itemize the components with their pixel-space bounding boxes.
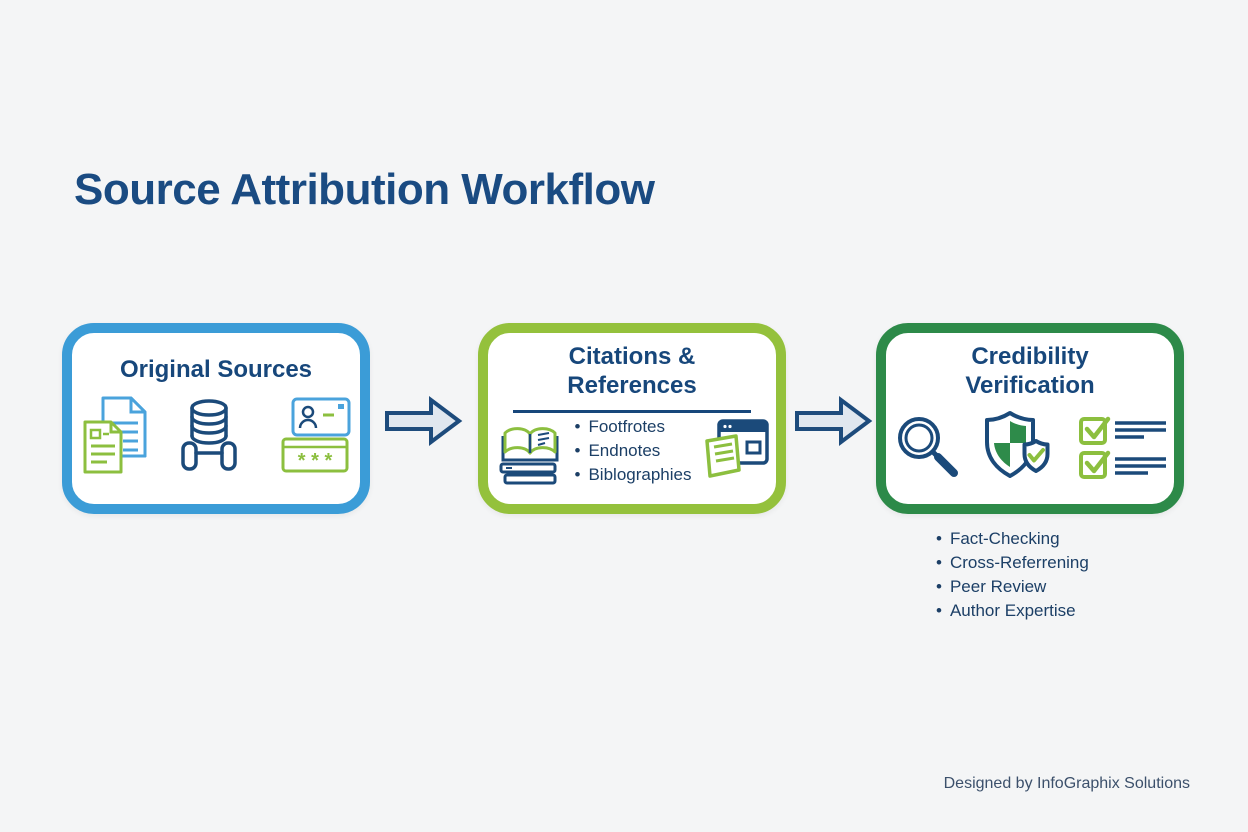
title-divider-line <box>513 409 751 413</box>
list-item: Author Expertise <box>936 599 1089 623</box>
credibility-bullet-list: Fact-Checking Cross-Referrening Peer Rev… <box>936 527 1089 624</box>
list-item: Footfrotes <box>575 415 692 439</box>
original-sources-icon-row: * * * <box>72 394 360 476</box>
checklist-icon <box>1078 411 1170 483</box>
open-book-stack-icon <box>495 416 563 486</box>
citations-bullet-list: Footfrotes Endnotes Biblographies <box>575 415 692 487</box>
page-title: Source Attribution Workflow <box>74 165 655 215</box>
list-item: Peer Review <box>936 575 1089 599</box>
box-original-sources: Original Sources <box>62 323 370 514</box>
box-original-sources-title: Original Sources <box>119 356 313 383</box>
designer-credit: Designed by InfoGraphix Solutions <box>943 775 1190 792</box>
database-icon <box>173 395 245 475</box>
magnifier-icon <box>890 411 962 483</box>
list-item: Endnotes <box>575 439 692 463</box>
list-item: Cross-Referrening <box>936 551 1089 575</box>
list-item: Fact-Checking <box>936 527 1089 551</box>
box-credibility-verification: Credibility Verification <box>876 323 1184 514</box>
citations-content-row: Footfrotes Endnotes Biblographies <box>488 415 776 487</box>
svg-text:* * *: * * * <box>298 450 333 472</box>
credibility-icon-row <box>886 409 1174 485</box>
box-citations-references: Citations & References <box>478 323 786 514</box>
arrow-right-icon <box>793 393 873 449</box>
box-citations-references-title: Citations & References <box>567 343 697 400</box>
stacked-documents-icon <box>79 394 151 476</box>
arrow-right-icon <box>383 393 463 449</box>
browser-note-icon <box>703 418 770 483</box>
shield-check-icon <box>978 409 1062 485</box>
id-card-icon: * * * <box>267 397 353 473</box>
box-credibility-verification-title: Credibility Verification <box>965 343 1095 400</box>
list-item: Biblographies <box>575 463 691 487</box>
